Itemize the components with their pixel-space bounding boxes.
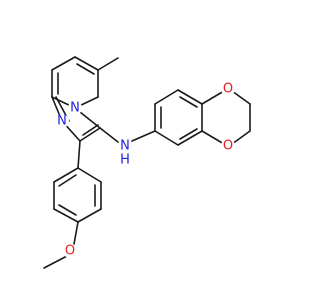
bond — [82, 124, 99, 136]
bond — [77, 140, 81, 169]
bond — [73, 221, 79, 245]
bond — [177, 89, 203, 105]
bond — [74, 56, 99, 71]
bond — [201, 130, 225, 145]
molecule-canvas: N N N H O O O — [43, 56, 251, 269]
atom-label-n-imidazole: N — [57, 114, 67, 129]
atom-o-dioxane-bottom: O — [221, 139, 235, 154]
bond — [154, 130, 179, 146]
bond — [79, 127, 101, 142]
bond — [53, 208, 79, 223]
bond — [51, 56, 76, 71]
atom-o-methoxy: O — [63, 244, 77, 259]
bond — [231, 130, 251, 145]
bond — [201, 90, 225, 105]
bond — [97, 57, 119, 71]
bond — [177, 130, 203, 146]
atom-label-o-methoxy: O — [65, 244, 75, 259]
bond — [43, 255, 68, 269]
atom-label-n-amine: N — [120, 139, 130, 154]
bond — [179, 96, 198, 108]
bond — [53, 167, 79, 183]
bond — [77, 167, 102, 183]
bond — [131, 130, 156, 142]
atom-label-layer: N N N H O O O — [55, 82, 235, 259]
bond — [99, 127, 119, 143]
atom-label-n-ring: N — [70, 101, 80, 116]
bond — [154, 89, 179, 105]
atom-n-imidazole: N — [55, 114, 69, 129]
structure-diagram: N N N H O O O — [43, 56, 251, 269]
atom-label-o-dioxane-top: O — [223, 82, 233, 97]
bond — [179, 128, 198, 140]
atom-label-o-dioxane-bottom: O — [223, 139, 233, 154]
atom-n-amine: N H — [118, 139, 132, 168]
bond — [77, 208, 102, 223]
bond — [231, 90, 251, 105]
atom-o-dioxane-top: O — [221, 82, 235, 97]
bond — [76, 63, 95, 75]
bond — [58, 174, 77, 187]
bond-layer — [43, 56, 251, 269]
bond — [58, 204, 77, 216]
atom-label-h-amine: H — [120, 153, 130, 168]
atom-n-ring: N — [68, 101, 82, 116]
